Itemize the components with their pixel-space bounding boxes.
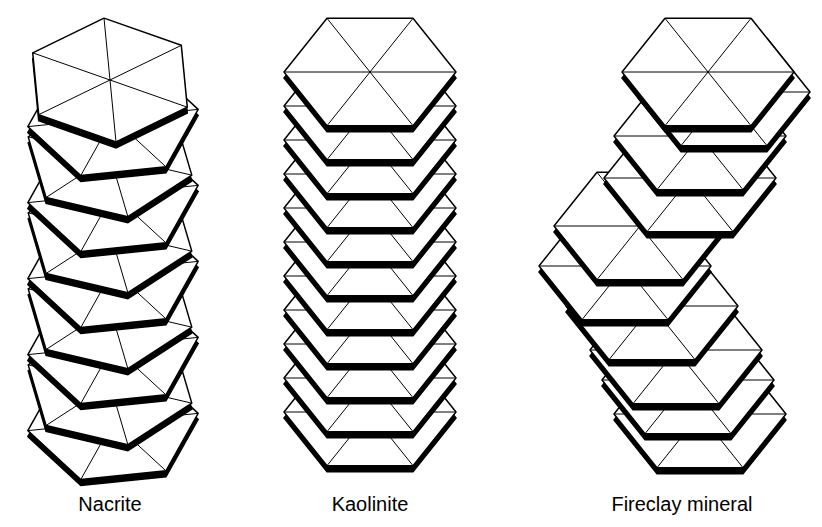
kaolinite-stack	[284, 18, 456, 471]
plate-spoke	[104, 18, 110, 80]
fireclay-stack	[539, 18, 810, 473]
plate-spoke	[622, 72, 708, 73]
plate-face	[33, 18, 188, 142]
plate-spoke	[370, 72, 456, 73]
plate-spoke	[327, 72, 370, 126]
plate-spoke	[110, 80, 187, 107]
plate-face	[284, 18, 456, 125]
plate-spoke	[665, 72, 708, 126]
plate-spoke	[665, 18, 708, 72]
plate-spoke	[708, 18, 751, 72]
plate	[622, 18, 794, 131]
plate-spoke	[327, 18, 370, 72]
plate-spoke	[370, 18, 413, 72]
plate	[284, 18, 456, 131]
plate-spoke	[284, 72, 370, 73]
plate-spoke	[708, 72, 794, 73]
mineral-name: Fireclay mineral	[611, 492, 752, 516]
mineral-name: Nacrite	[78, 492, 141, 516]
plate	[33, 18, 188, 148]
mineral-name: Kaolinite	[332, 492, 409, 516]
plate-spoke	[39, 80, 110, 115]
plate-face	[622, 18, 794, 125]
plate-spoke	[110, 45, 181, 80]
plate-spoke	[110, 80, 116, 142]
plate-spoke	[370, 72, 413, 126]
plate-spoke	[554, 226, 640, 227]
plate-spoke	[708, 72, 751, 126]
plate-spoke	[597, 226, 640, 280]
plate-spoke	[33, 53, 110, 80]
nacrite-stack	[28, 18, 198, 485]
